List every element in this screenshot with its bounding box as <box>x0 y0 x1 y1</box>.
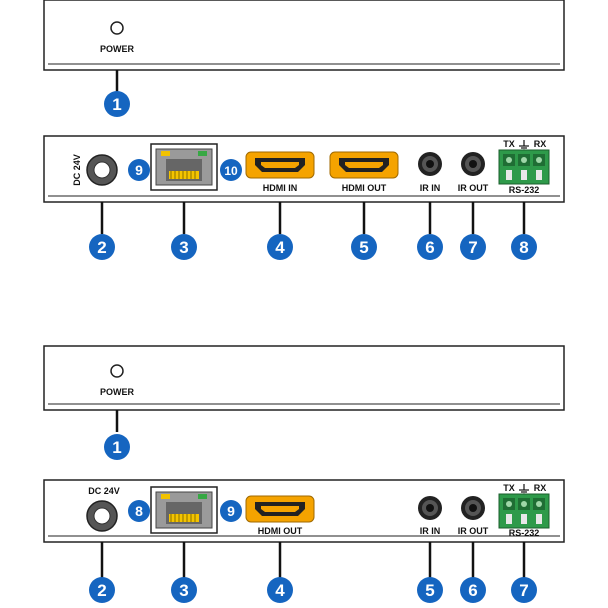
ir-out-label: IR OUT <box>458 526 489 536</box>
callout-number: 6 <box>425 238 434 257</box>
rs232-terminal-icon <box>498 149 550 185</box>
callout-number: 9 <box>135 162 143 178</box>
dc-label: DC 24V <box>72 154 82 186</box>
hdmi-out-port-icon <box>245 495 315 523</box>
callout-number: 8 <box>519 238 528 257</box>
ir-in-jack-icon <box>418 152 442 176</box>
rs232-terminal-icon <box>498 493 550 529</box>
hdmi-in-label: HDMI IN <box>263 183 298 193</box>
rx-label: RX <box>534 483 547 493</box>
callout-badge <box>128 159 150 181</box>
ir-out-jack-icon <box>461 496 485 520</box>
callout-number: 4 <box>275 238 285 257</box>
callout-number: 2 <box>97 238 106 257</box>
callout-number: 3 <box>179 581 188 600</box>
callout-badge <box>351 234 377 260</box>
callout-badge <box>220 159 242 181</box>
callout-number: 2 <box>97 581 106 600</box>
callout-number: 7 <box>468 238 477 257</box>
callout-badge <box>417 234 443 260</box>
callout-badge <box>220 500 242 522</box>
hdmi-out-label: HDMI OUT <box>342 183 387 193</box>
callout-badge <box>89 577 115 603</box>
callout-number: 10 <box>224 164 238 178</box>
callout-badge <box>171 234 197 260</box>
top-rear-panel: DC 24V 9 10 HDMI IN HDMI OUT IR IN IR OU… <box>43 135 565 203</box>
callout-number: 4 <box>275 581 285 600</box>
callout-number: 5 <box>359 238 368 257</box>
callout-number: 6 <box>468 581 477 600</box>
callout-badge <box>511 234 537 260</box>
callout-badge <box>104 91 130 117</box>
hdmi-in-port-icon <box>245 151 315 179</box>
bottom-rear-callouts: 2 3 4 5 6 7 <box>89 542 537 603</box>
ir-in-jack-icon <box>418 496 442 520</box>
top-rear-callouts: 2 3 4 5 6 7 8 <box>89 202 537 260</box>
callout-badge <box>417 577 443 603</box>
power-label: POWER <box>100 44 135 54</box>
callout-badge <box>128 500 150 522</box>
rx-label: RX <box>534 139 547 149</box>
power-led-icon <box>110 364 124 378</box>
top-front-panel: POWER <box>43 0 565 71</box>
callout-number: 8 <box>135 503 143 519</box>
callout-badge <box>171 577 197 603</box>
rs232-label: RS-232 <box>509 528 540 538</box>
callout-badge <box>267 234 293 260</box>
callout-badge <box>89 234 115 260</box>
hdmi-out-port-icon <box>329 151 399 179</box>
callout-badge <box>460 234 486 260</box>
ir-in-label: IR IN <box>420 526 441 536</box>
callout-number: 1 <box>112 95 121 114</box>
dc-label: DC 24V <box>88 486 120 496</box>
callout-number: 7 <box>519 581 528 600</box>
hdmi-out-label: HDMI OUT <box>258 526 303 536</box>
callout-number: 3 <box>179 238 188 257</box>
ir-in-label: IR IN <box>420 183 441 193</box>
callout-badge <box>267 577 293 603</box>
callout-number: 9 <box>227 503 235 519</box>
callout-number: 5 <box>425 581 434 600</box>
power-label: POWER <box>100 387 135 397</box>
dc-power-jack <box>86 500 118 532</box>
ethernet-port-icon <box>150 486 218 534</box>
rs232-label: RS-232 <box>509 185 540 195</box>
callout-badge <box>511 577 537 603</box>
ir-out-label: IR OUT <box>458 183 489 193</box>
ir-out-jack-icon <box>461 152 485 176</box>
power-led-icon <box>110 21 124 35</box>
bottom-front-panel: POWER <box>43 345 565 411</box>
tx-label: TX <box>503 139 515 149</box>
ethernet-port-icon <box>150 143 218 191</box>
tx-label: TX <box>503 483 515 493</box>
dc-power-jack <box>86 154 118 186</box>
bottom-rear-panel: DC 24V 8 9 HDMI OUT IR IN IR OUT TX RX R… <box>43 479 565 543</box>
callout-badge <box>460 577 486 603</box>
callout-badge <box>104 434 130 460</box>
callout-number: 1 <box>112 438 121 457</box>
